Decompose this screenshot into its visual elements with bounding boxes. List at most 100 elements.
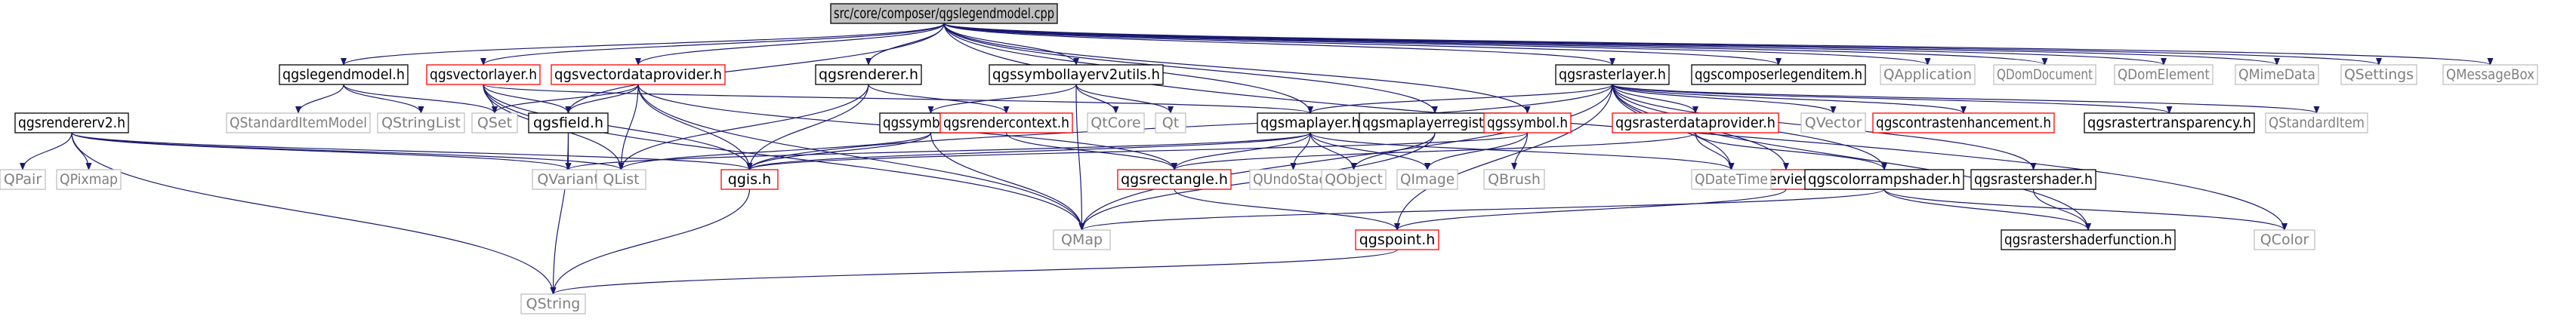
node-box-QVariant [532,169,605,190]
edge-qgsmaplayer_h-to-QUndoStack [1290,132,1311,170]
edge-root-to-QDomElement [943,23,2167,66]
node-box-QDomElement [2114,64,2214,85]
node-QVector: QVector [1800,112,1866,133]
edge-qgsrasterdataprovider_h-to-qgsrectangle_h [1171,132,1696,170]
edge-qgsvectorlayer_h-to-qgis_h [483,84,753,170]
node-qgsrectangle_h[interactable]: qgsrectangle.h [1117,169,1232,190]
node-label-QApplication: QApplication [1883,66,1972,83]
edge-qgssymbolv2_h-to-qgis_h [746,132,932,170]
node-label-QUndoStack: QUndoStack [1253,171,1334,188]
node-label-QMap: QMap [1061,232,1103,248]
node-qgsrendererv2_h[interactable]: qgsrendererv2.h [14,112,129,133]
node-label-qgsrendererv2_h: qgsrendererv2.h [18,115,125,131]
node-label-QBrush: QBrush [1488,171,1541,188]
node-qgsrendercontext_h[interactable]: qgsrendercontext.h [939,112,1073,133]
node-box-QPair [0,169,46,190]
edge-qgsmaplayerregistry_h-to-QObject [1350,132,1436,170]
edge-qgsrasterlayer_h-to-qgsrastertransparency_h [1612,84,2173,114]
node-QStringList: QStringList [377,112,465,133]
edge-qgsrasterlayer_h-to-qgspoint_h [1394,84,1613,231]
node-qgsrasterdataprovider_h[interactable]: qgsrasterdataprovider.h [1612,112,1779,133]
node-QStandardItemModel: QStandardItemModel [226,112,371,133]
edge-qgsrendererv2_h-to-QString [71,132,557,295]
node-QPair: QPair [0,169,46,190]
node-box-qgis_h [720,169,779,190]
node-qgsrasterlayer_h[interactable]: qgsrasterlayer.h [1555,64,1670,85]
node-qgscomposerlegenditem_h[interactable]: qgscomposerlegenditem.h [1691,64,1866,85]
node-label-QMessageBox: QMessageBox [2446,66,2534,83]
node-qgscontrastenhancement_h[interactable]: qgscontrastenhancement.h [1872,112,2055,133]
node-qgsmaplayer_h[interactable]: qgsmaplayer.h [1257,112,1364,133]
edge-qgsrasterlayer_h-to-qgsmaplayer_h [1307,84,1613,114]
node-qgsrastershaderfunction_h[interactable]: qgsrastershaderfunction.h [2001,229,2176,250]
edge-qgsmaplayer_h-to-QImage [1310,132,1430,170]
node-qgsrastertransparency_h[interactable]: qgsrastertransparency.h [2084,112,2255,133]
node-qgslegendmodel_h[interactable]: qgslegendmodel.h [279,64,409,85]
edge-qgsrendercontext_h-to-qgsrectangle_h [1005,132,1177,170]
node-box-QColor [2254,229,2315,250]
edge-qgssymbollayerv2utils_h-to-QMap [1075,84,1085,231]
node-box-qgsrastershader_h [1970,169,2096,190]
node-label-root: src/core/composer/qgslegendmodel.cpp [834,5,1054,22]
node-QDomElement: QDomElement [2114,64,2214,85]
node-box-qgsrastershaderfunction_h [2001,229,2176,250]
edge-qgsrenderer_h-to-qgis_h [746,84,869,170]
node-qgsrastershader_h[interactable]: qgsrastershader.h [1970,169,2096,190]
node-box-qgsrendererv2_h [14,112,129,133]
edge-root-to-qgslegendmodel_h [341,23,945,66]
node-QColor: QColor [2254,229,2315,250]
node-qgscolorrampshader_h[interactable]: qgscolorrampshader.h [1804,169,1964,190]
edge-qgscolorrampshader_h-to-qgsrastershaderfunction_h [1883,189,2091,231]
edge-qgsrasterlayer_h-to-QStandardItem [1612,84,2320,114]
node-box-QString [520,293,586,314]
node-qgssymbollayerv2utils_h[interactable]: qgssymbollayerv2utils.h [989,64,1164,85]
node-box-QStandardItemModel [226,112,371,133]
node-label-qgsmaplayerregistry_h: qgsmaplayerregistry.h [1362,115,1507,131]
edge-qgis_h-to-QString [550,189,751,295]
node-QStandardItem: QStandardItem [2265,112,2368,133]
edge-qgsrenderer_h-to-qgsrendercontext_h [868,84,1010,114]
edge-qgsvectordataprovider_h-to-qgsfield_h [565,84,639,114]
edge-qgsvectorlayer_h-to-qgsmaplayer_h [483,84,1313,114]
node-qgsfield_h[interactable]: qgsfield.h [528,112,609,133]
node-label-qgsrastershader_h: qgsrastershader.h [1974,171,2093,188]
edge-root-to-QMessageBox [943,23,2493,66]
node-root[interactable]: src/core/composer/qgslegendmodel.cpp [830,3,1058,24]
node-box-QBrush [1483,169,1545,190]
node-qgsvectordataprovider_h[interactable]: qgsvectordataprovider.h [551,64,726,85]
edge-qgsrendererv2_h-to-QPixmap [71,132,92,170]
edge-root-to-QApplication [943,23,1931,66]
edge-qgssymbol_h-to-qgis_h [746,132,1529,170]
node-label-qgsvectorlayer_h: qgsvectorlayer.h [430,66,537,83]
node-QBrush: QBrush [1483,169,1545,190]
node-qgsrenderer_h[interactable]: qgsrenderer.h [815,64,922,85]
node-label-qgscontrastenhancement_h: qgscontrastenhancement.h [1876,115,2051,131]
node-label-qgsrasterlayer_h: qgsrasterlayer.h [1559,66,1666,83]
node-qgis_h[interactable]: qgis.h [720,169,779,190]
node-box-QStringList [377,112,465,133]
node-label-QDateTime: QDateTime [1695,171,1768,188]
node-box-qgsrectangle_h [1117,169,1232,190]
node-label-qgscolorrampshader_h: qgscolorrampshader.h [1808,171,1961,188]
node-box-qgsvectordataprovider_h [551,64,726,85]
node-box-root [830,3,1058,24]
node-label-Qt: Qt [1162,115,1179,131]
edge-qgsrasterviewport_h-to-qgspoint_h [1394,189,1787,231]
node-qgssymbol_h[interactable]: qgssymbol.h [1483,112,1572,133]
node-qgsvectorlayer_h[interactable]: qgsvectorlayer.h [426,64,541,85]
node-label-QPixmap: QPixmap [60,171,118,188]
edge-qgssymbollayerv2utils_h-to-QtCore [1075,84,1119,114]
node-label-qgsrectangle_h: qgsrectangle.h [1121,171,1228,188]
node-label-qgsrenderer_h: qgsrenderer.h [819,66,918,83]
edge-root-to-QDomDocument [943,23,2048,66]
node-box-qgscolorrampshader_h [1804,169,1964,190]
node-QtCore: QtCore [1087,112,1145,133]
node-box-QtCore [1087,112,1145,133]
node-box-qgspoint_h [1355,229,1439,250]
node-label-qgssymbollayerv2utils_h: qgssymbollayerv2utils.h [992,66,1160,83]
edge-root-to-qgsmaplayerregistry_h [943,23,1438,114]
node-qgspoint_h[interactable]: qgspoint.h [1355,229,1439,250]
edge-qgssymbol_h-to-QBrush [1511,132,1529,170]
node-box-qgscontrastenhancement_h [1872,112,2055,133]
node-QSettings: QSettings [2340,64,2417,85]
